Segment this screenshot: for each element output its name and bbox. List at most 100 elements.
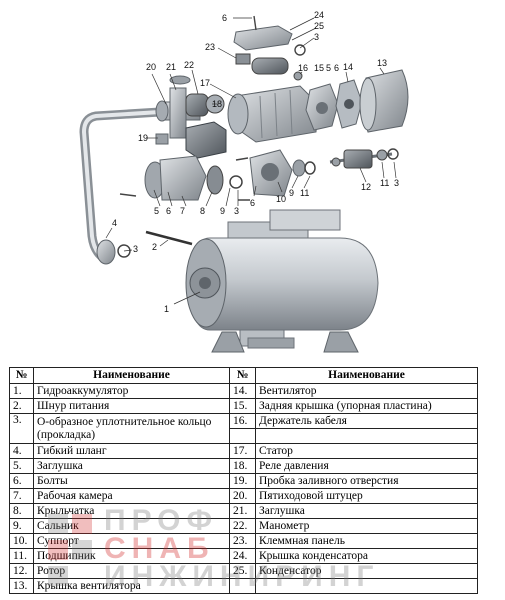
- callout-6a: 6: [166, 206, 171, 216]
- row-num-left: 12.: [9, 563, 34, 579]
- row-num-left: 9.: [9, 518, 34, 534]
- row-name-right: Пятиходовой штуцер: [255, 488, 478, 504]
- bolts: [119, 157, 250, 201]
- row-num-left: 6.: [9, 473, 34, 489]
- capacitor-assembly: [233, 15, 306, 81]
- row-num-right: 20.: [229, 488, 256, 504]
- table-row: 7. Рабочая камера 20. Пятиходовой штуцер: [9, 488, 478, 504]
- callout-5b: 5: [326, 63, 331, 73]
- row-name-right: Держатель кабеля: [255, 413, 478, 429]
- row-name-right: Задняя крышка (упорная пластина): [255, 398, 478, 414]
- row-name-left: Сальник: [33, 518, 230, 534]
- table-row: 2. Шнур питания 15. Задняя крышка (упорн…: [9, 398, 478, 414]
- callout-3d: 3: [314, 32, 319, 42]
- row-num-right: 15.: [229, 398, 256, 414]
- callout-3a: 3: [133, 244, 138, 254]
- table-row: 1. Гидроаккумулятор 14. Вентилятор: [9, 383, 478, 399]
- callout-16: 16: [298, 63, 308, 73]
- five-way-fitting: [155, 75, 225, 145]
- rear-fan-assembly: [305, 69, 409, 133]
- row-name-right: Реле давления: [255, 458, 478, 474]
- callout-7: 7: [180, 206, 185, 216]
- callout-3c: 3: [394, 178, 399, 188]
- row-num-right: 25.: [229, 563, 256, 579]
- row-name-left: Заглушка: [33, 458, 230, 474]
- row-name-left: Ротор: [33, 563, 230, 579]
- row-num-right: 18.: [229, 458, 256, 474]
- row-num-right: 17.: [229, 443, 256, 459]
- row-num-left: 2.: [9, 398, 34, 414]
- row-num-right: [229, 578, 256, 594]
- callout-6b: 6: [250, 198, 255, 208]
- header-name-left: Наименование: [33, 367, 230, 384]
- row-num-right: 16.: [229, 413, 256, 429]
- pressure-switch: [185, 121, 227, 159]
- callout-24: 24: [314, 10, 324, 20]
- row-num-right: 24.: [229, 548, 256, 564]
- row-num-left: 11.: [9, 548, 34, 564]
- callout-9b: 9: [289, 188, 294, 198]
- row-name-right: [255, 578, 478, 594]
- row-name-right: Крышка конденсатора: [255, 548, 478, 564]
- callout-15: 15: [314, 63, 324, 73]
- callout-21: 21: [166, 62, 176, 72]
- header-name-right: Наименование: [255, 367, 478, 384]
- flexible-hose: [79, 107, 165, 265]
- callout-17: 17: [200, 78, 210, 88]
- table-row: 6. Болты 19. Пробка заливного отверстия: [9, 473, 478, 489]
- callout-11b: 11: [380, 178, 389, 188]
- stator-motor: [227, 85, 319, 143]
- row-name-left: Шнур питания: [33, 398, 230, 414]
- callout-11: 11: [300, 188, 309, 198]
- row-name-left: Подшипник: [33, 548, 230, 564]
- callout-22: 22: [184, 60, 194, 70]
- callout-3b: 3: [234, 206, 239, 216]
- table-row: 11. Подшипник 24. Крышка конденсатора: [9, 548, 478, 564]
- row-num-right: 23.: [229, 533, 256, 549]
- row-num-left: 4.: [9, 443, 34, 459]
- parts-table: № Наименование № Наименование 1. Гидроак…: [9, 367, 478, 594]
- row-num-left: 1.: [9, 383, 34, 399]
- header-num-right: №: [229, 367, 256, 384]
- callout-2: 2: [152, 242, 157, 252]
- callout-5: 5: [154, 206, 159, 216]
- table-row: 4. Гибкий шланг 17. Статор: [9, 443, 478, 459]
- callout-19: 19: [138, 133, 148, 143]
- row-num-right: 14.: [229, 383, 256, 399]
- callout-23: 23: [205, 42, 215, 52]
- tank: [185, 209, 379, 353]
- row-name-left: О-образное уплотнительное кольцо (прокла…: [33, 413, 230, 444]
- callout-14: 14: [343, 62, 353, 72]
- row-num-right: [229, 428, 256, 444]
- callout-18: 18: [212, 99, 222, 109]
- row-name-right: Статор: [255, 443, 478, 459]
- table-row: 13. Крышка вентилятора: [9, 578, 478, 594]
- row-name-right: Пробка заливного отверстия: [255, 473, 478, 489]
- row-name-right: Вентилятор: [255, 383, 478, 399]
- callout-6c: 6: [222, 13, 227, 23]
- row-name-left: Болты: [33, 473, 230, 489]
- leader-lines: [105, 17, 397, 305]
- callout-4: 4: [112, 218, 117, 228]
- row-num-right: 19.: [229, 473, 256, 489]
- power-cord: [145, 230, 193, 246]
- callout-25: 25: [314, 21, 324, 31]
- row-name-right: [255, 428, 478, 444]
- table-header-row: № Наименование № Наименование: [9, 367, 478, 384]
- row-name-left: Крыльчатка: [33, 503, 230, 519]
- row-num-left: 13.: [9, 578, 34, 594]
- exploded-pump-diagram: 1 2 3 4 5 6 7 8 9 3 6 10 9 11 12 11 3 19…: [79, 10, 409, 353]
- table-row: 3. О-образное уплотнительное кольцо (про…: [9, 413, 478, 444]
- rotor-assembly: [329, 148, 399, 169]
- row-name-left: Суппорт: [33, 533, 230, 549]
- row-num-left: 5.: [9, 458, 34, 474]
- table-row: 12. Ротор 25. Конденсатор: [9, 563, 478, 579]
- table-row: 9. Сальник 22. Манометр: [9, 518, 478, 534]
- callout-8: 8: [200, 206, 205, 216]
- table-row: 8. Крыльчатка 21. Заглушка: [9, 503, 478, 519]
- callout-12: 12: [361, 182, 371, 192]
- callout-1: 1: [164, 304, 169, 314]
- callout-13: 13: [377, 58, 387, 68]
- row-num-left: 7.: [9, 488, 34, 504]
- callout-6d: 6: [334, 63, 339, 73]
